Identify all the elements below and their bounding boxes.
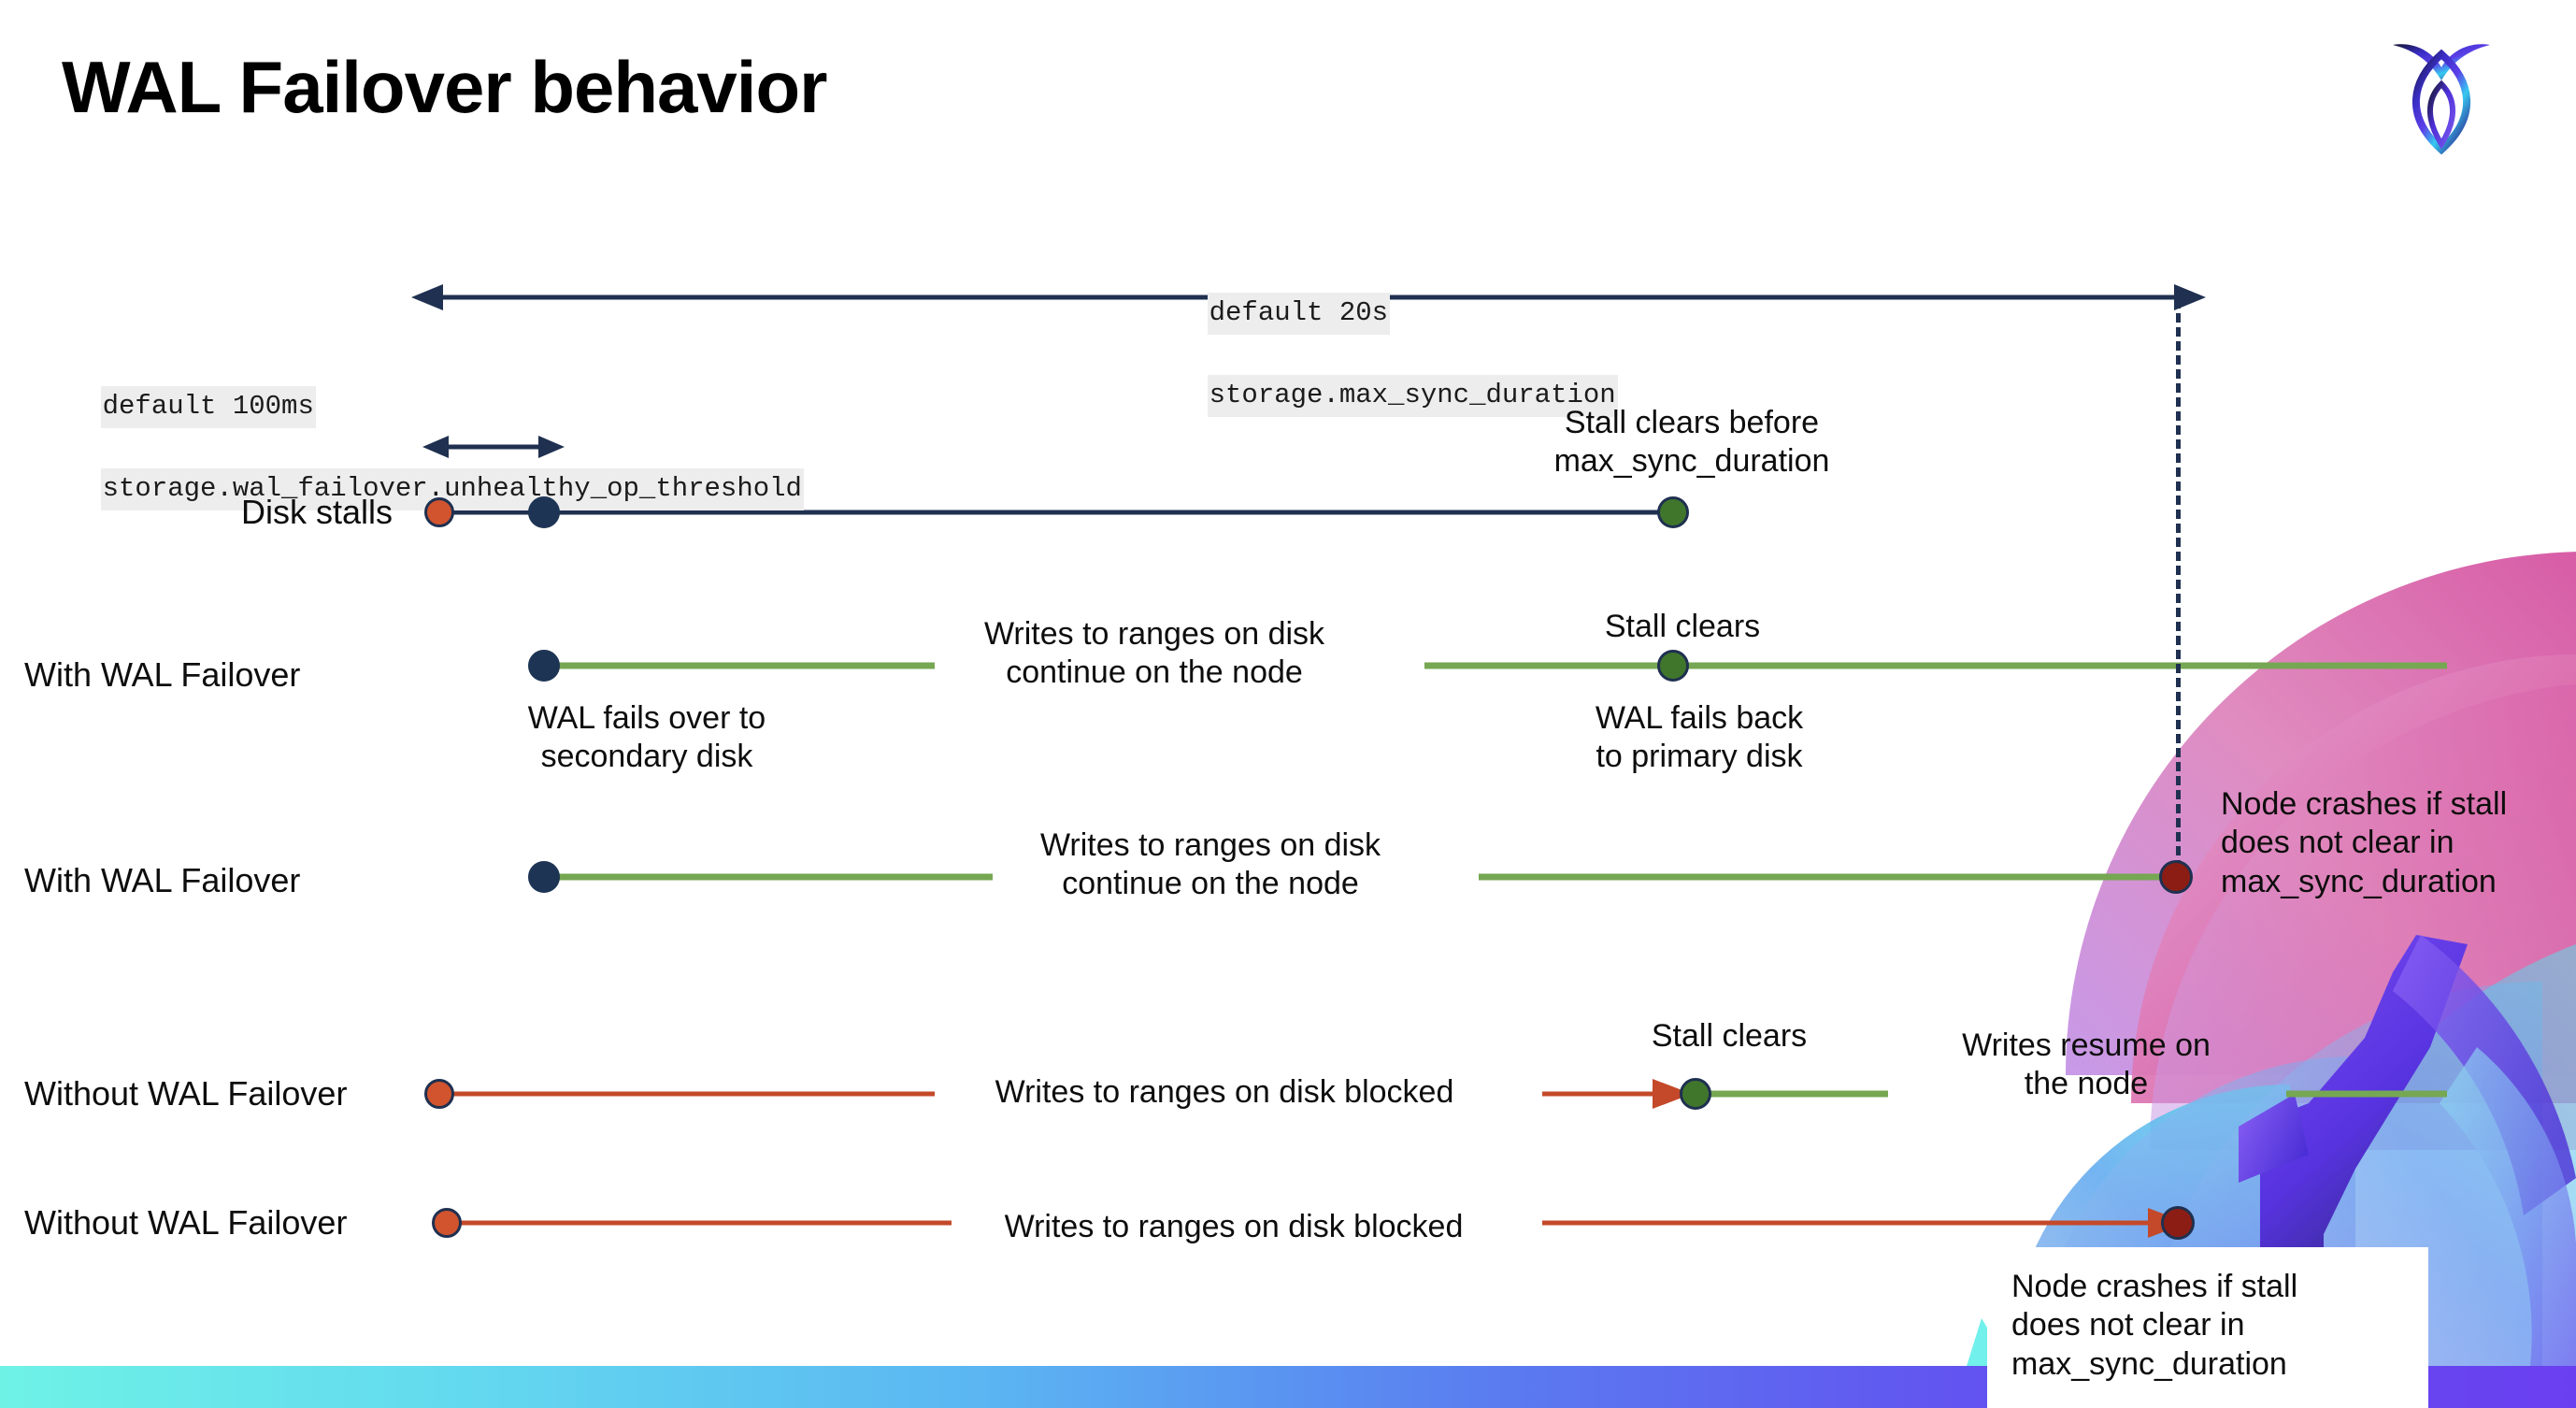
unhealthy-threshold-annotation: default 100ms storage.wal_failover.unhea…: [36, 346, 804, 551]
note-stall-clears-1: Stall clears: [1604, 609, 1761, 644]
max-sync-duration-annotation: default 20s storage.max_sync_duration: [1142, 252, 1618, 457]
node-crash-dot-2: [2161, 1206, 2195, 1240]
note-node-crashes-2: Node crashes if stall does not clear in …: [1987, 1247, 2428, 1408]
wal-failover-start-dot-1: [528, 650, 560, 682]
page-title: WAL Failover behavior: [62, 46, 827, 128]
writes-blocked-arrow-2: [1542, 1208, 2187, 1238]
writes-resume-line-1: [1701, 1090, 1888, 1098]
wal-failback-dot: [1657, 650, 1689, 682]
note-writes-resume: Writes resume on the node: [1962, 1027, 2211, 1102]
node-crash-dot-1: [2159, 860, 2193, 894]
note-node-crashes-1: Node crashes if stall does not clear in …: [2221, 786, 2508, 899]
wal-failover-secondary-line-c: [544, 873, 993, 881]
row-label-without-wal-failover-1: Without WAL Failover: [24, 1074, 348, 1113]
stall-clear-dot-2: [1680, 1078, 1711, 1110]
note-writes-blocked-1: Writes to ranges on disk blocked: [995, 1074, 1454, 1110]
unhealthy-setting-label: storage.wal_failover.unhealthy_op_thresh…: [100, 467, 804, 510]
wal-failover-secondary-line-a: [544, 662, 935, 669]
note-writes-continue-1: Writes to ranges on disk continue on the…: [983, 616, 1325, 691]
wal-failover-secondary-line-d: [1479, 873, 2170, 881]
note-wal-fails-over: WAL fails over to secondary disk: [527, 700, 766, 775]
disk-stall-clear-dot: [1657, 496, 1689, 528]
unhealthy-threshold-span-arrow: [422, 436, 565, 458]
note-stall-clears-before-max-sync: Stall clears before max_sync_duration: [1553, 405, 1830, 480]
note-wal-fails-back: WAL fails back to primary disk: [1595, 700, 1804, 775]
row-label-with-wal-failover-2: With WAL Failover: [24, 861, 301, 899]
row-label-with-wal-failover-1: With WAL Failover: [24, 655, 301, 694]
disk-stall-start-dot-3: [432, 1208, 462, 1238]
row-label-disk-stalls: Disk stalls: [240, 493, 393, 531]
note-stall-clears-2: Stall clears: [1651, 1018, 1808, 1054]
writes-blocked-line-1: [439, 1091, 935, 1097]
writes-blocked-line-2: [447, 1220, 952, 1226]
writes-blocked-arrow-1: [1542, 1079, 1692, 1109]
max-sync-default-label: default 20s: [1207, 292, 1391, 335]
writes-resume-line-2: [2286, 1090, 2447, 1098]
disk-stall-start-dot: [424, 497, 454, 527]
max-sync-setting-label: storage.max_sync_duration: [1207, 374, 1618, 417]
disk-stall-line: [439, 510, 1673, 515]
note-writes-blocked-2: Writes to ranges on disk blocked: [1004, 1209, 1464, 1244]
cockroachdb-logo: [2393, 44, 2490, 155]
row-label-without-wal-failover-2: Without WAL Failover: [24, 1203, 348, 1242]
wal-failover-secondary-line-b: [1424, 662, 2447, 669]
unhealthy-default-label: default 100ms: [100, 385, 316, 428]
max-sync-deadline-dashed-line: [2176, 299, 2181, 869]
wal-failover-trigger-dot: [528, 496, 560, 528]
wal-failover-start-dot-2: [528, 861, 560, 893]
disk-stall-start-dot-2: [424, 1079, 454, 1109]
note-writes-continue-2: Writes to ranges on disk continue on the…: [1039, 827, 1381, 902]
